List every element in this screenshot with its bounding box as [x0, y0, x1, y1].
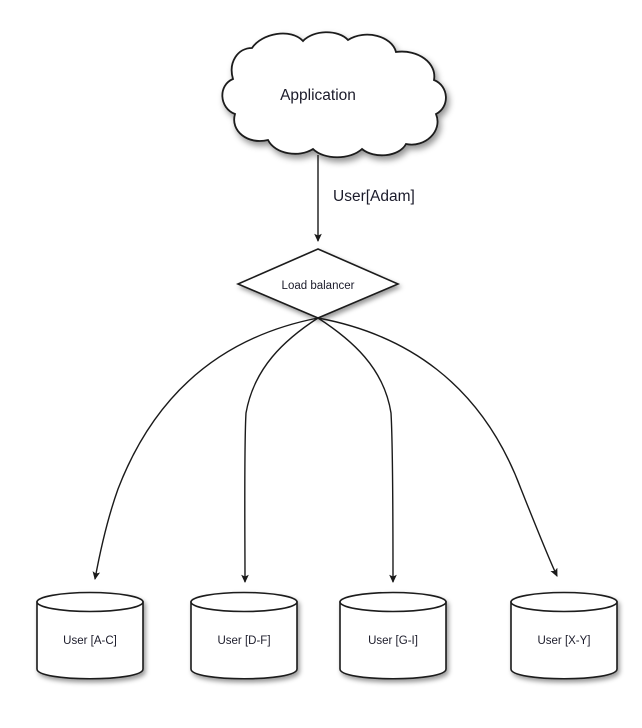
- database-4-label: User [X-Y]: [537, 635, 590, 647]
- node-database-2[interactable]: User [D-F]: [190, 591, 298, 680]
- database-1-label: User [A-C]: [63, 635, 117, 647]
- edge-application-to-balancer: User[Adam]: [314, 155, 415, 243]
- node-database-4[interactable]: User [X-Y]: [510, 591, 618, 680]
- edge-balancer-to-db-2: [241, 317, 319, 584]
- node-database-1[interactable]: User [A-C]: [36, 591, 144, 680]
- edge-balancer-to-db-1: [92, 317, 319, 581]
- cylinder-body-3: [339, 591, 447, 680]
- edge-label-user-adam: User[Adam]: [333, 188, 415, 205]
- cylinder-body-4: [510, 591, 618, 680]
- node-database-3[interactable]: User [G-I]: [339, 591, 447, 680]
- database-2-label: User [D-F]: [217, 635, 270, 647]
- edges-balancer-to-databases: [92, 317, 558, 584]
- cloud-label: Application: [280, 87, 356, 104]
- cylinder-body-2: [190, 591, 298, 680]
- cylinder-body-1: [36, 591, 144, 680]
- edge-balancer-to-db-3: [317, 317, 397, 584]
- edge-balancer-to-db-4: [317, 317, 558, 577]
- node-application-cloud[interactable]: Application: [221, 31, 447, 159]
- database-3-label: User [G-I]: [368, 635, 418, 647]
- node-load-balancer[interactable]: Load balancer: [235, 248, 401, 319]
- cloud-shape: [221, 31, 447, 159]
- load-balancer-label: Load balancer: [282, 280, 355, 292]
